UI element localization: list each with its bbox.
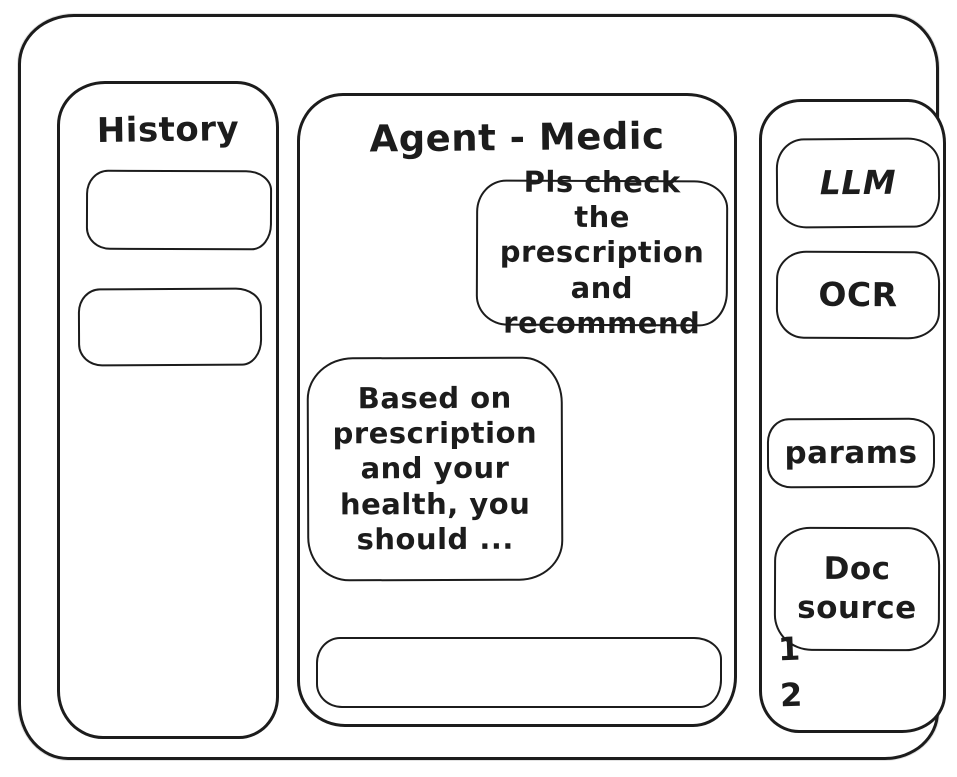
history-item-2[interactable] xyxy=(77,287,263,367)
window-frame: History Agent - Medic Pls check the pres… xyxy=(18,14,946,760)
tools-panel: LLM OCR params Doc source 1 2 xyxy=(759,99,946,733)
history-panel: History xyxy=(57,81,279,739)
chat-message-user-text: Pls check the prescription and recommend xyxy=(499,164,705,341)
chat-panel-title: Agent - Medic xyxy=(369,114,665,161)
chat-input[interactable] xyxy=(316,637,722,708)
doc-source-item-1[interactable]: 1 xyxy=(777,629,802,669)
chat-panel: Agent - Medic Pls check the prescription… xyxy=(297,93,737,727)
chat-message-assistant-text: Based on prescription and your health, y… xyxy=(332,380,538,557)
doc-source-item-2[interactable]: 2 xyxy=(779,675,804,715)
params-button[interactable]: params xyxy=(766,417,936,489)
chat-message-user: Pls check the prescription and recommend xyxy=(475,164,729,340)
ocr-button[interactable]: OCR xyxy=(775,250,941,340)
chat-message-assistant: Based on prescription and your health, y… xyxy=(306,356,564,582)
history-item-1[interactable] xyxy=(85,169,273,251)
llm-button[interactable]: LLM xyxy=(775,137,941,229)
history-panel-title: History xyxy=(96,109,240,151)
